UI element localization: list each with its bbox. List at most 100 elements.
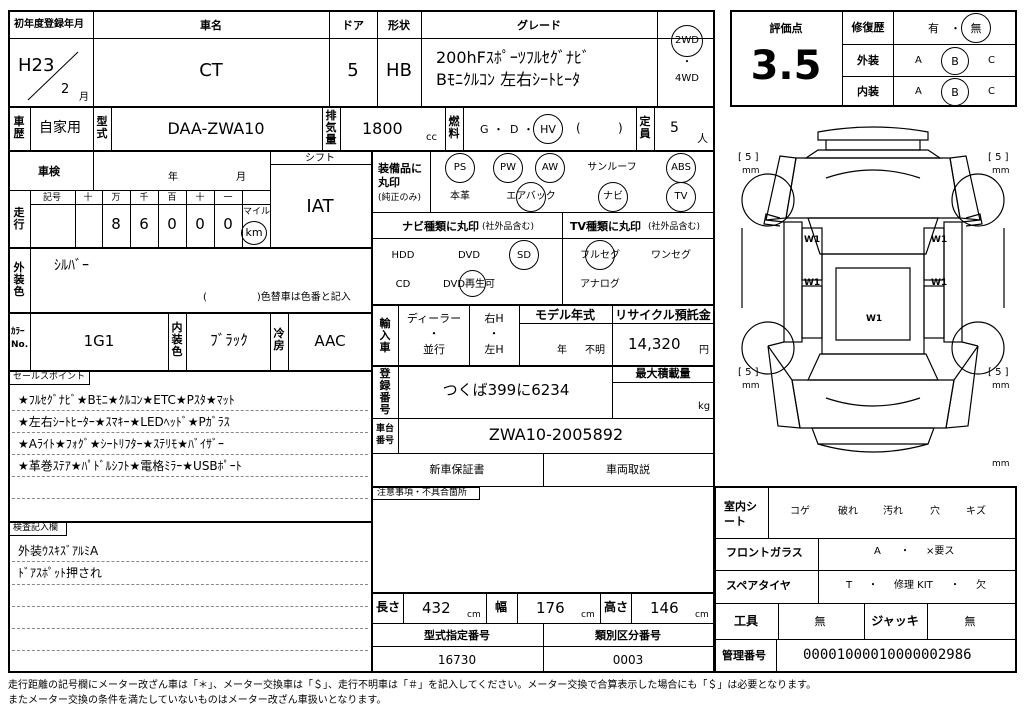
fuel-gasoline: G <box>480 123 489 136</box>
repair-history-label: 修復歴 <box>851 21 885 34</box>
length-value: 432 <box>422 599 451 617</box>
month-unit: 月 <box>79 92 89 103</box>
caution-label: 注意事項・不具合箇所 <box>377 488 468 498</box>
displacement-value: 1800 <box>362 119 403 138</box>
recycle-unit: 円 <box>699 345 709 356</box>
car-name-label: 車名 <box>200 19 222 32</box>
displacement-unit: cc <box>426 132 437 143</box>
interior-color-value: ﾌﾞﾗｯｸ <box>210 331 248 349</box>
shape-value: HB <box>386 60 412 81</box>
equipment-check-box <box>714 486 1017 673</box>
tools-label: 工具 <box>733 614 759 628</box>
import-dot-2: ・ <box>488 327 500 340</box>
import-car-label: 輸入車 <box>379 317 391 354</box>
spare-tire-dot-2: ・ <box>950 580 960 591</box>
inspection-month-unit: 月 <box>236 172 246 183</box>
interior-grade-a: A <box>915 86 922 97</box>
inspection-year-unit: 年 <box>168 172 178 183</box>
sales-point-line: ★左右ｼｰﾄﾋｰﾀｰ★ｽﾏｷｰ★LEDﾍｯﾄﾞ★Pｶﾞﾗｽ <box>18 415 230 429</box>
interior-seat-option: キズ <box>966 506 986 517</box>
year-divider-slash <box>27 51 79 101</box>
damage-w1-mark: W1 <box>804 278 821 288</box>
exterior-grade-c: C <box>988 55 995 66</box>
repair-yes: 有 <box>928 22 939 35</box>
door-value: 5 <box>347 60 359 81</box>
car-damage-diagram <box>741 126 1005 453</box>
ac-label: 冷房 <box>273 327 285 352</box>
interior-grade-c: C <box>988 86 995 97</box>
damage-mm-box: [ 5 ] <box>988 367 1009 378</box>
mileage-unit-km: km <box>245 226 263 239</box>
tv-type-label: TV種類に丸印 <box>570 220 642 233</box>
damage-w1-mark: W1 <box>931 235 948 245</box>
recycle-value: 14,320 <box>628 335 681 353</box>
mileage-label: 走行 <box>13 206 25 231</box>
equipment-circle <box>598 182 628 212</box>
mileage-digit-label: 万 <box>111 193 121 203</box>
windshield-repair-needed: ×要ス <box>926 546 955 557</box>
model-code-label: 型式 <box>96 115 108 140</box>
damage-mm-unit: mm <box>992 166 1010 176</box>
car-name-value: CT <box>199 60 223 81</box>
length-label: 長さ <box>376 600 401 614</box>
fuel-paren-close: ) <box>618 121 623 135</box>
height-value: 146 <box>650 599 679 617</box>
equipment-circle <box>516 182 546 212</box>
damage-w1-mark: W1 <box>931 278 948 288</box>
mileage-digit-label: 十 <box>83 193 93 203</box>
exterior-color-value: ｼﾙﾊﾞｰ <box>54 258 89 274</box>
equipment-option: ナビ <box>603 191 623 202</box>
interior-grade-label: 内装 <box>857 85 879 98</box>
interior-grade-b-circle <box>941 78 969 106</box>
tools-value: 無 <box>814 615 826 628</box>
type-designation-value: 16730 <box>437 653 477 667</box>
repair-dot: ・ <box>950 22 961 35</box>
navi-option: HDD <box>391 250 415 261</box>
model-year-unknown: 不明 <box>585 345 605 356</box>
tv-option: アナログ <box>580 279 620 290</box>
windshield-a: A <box>874 546 881 557</box>
capacity-unit: 人 <box>697 132 708 145</box>
spare-tire-label: スペアタイヤ <box>726 579 791 592</box>
drive-4wd: 4WD <box>675 73 699 84</box>
grade-label: グレード <box>517 19 561 32</box>
recycle-label: リサイクル預託金 <box>615 308 711 322</box>
model-year-unit: 年 <box>557 345 567 356</box>
model-code-value: DAA-ZWA10 <box>167 119 265 138</box>
chassis-value: ZWA10-2005892 <box>488 425 624 444</box>
capacity-label: 定員 <box>639 115 651 140</box>
footer-note-2: またメーター交換の条件を満たしていないものはメーター改ざん車扱いとなります。 <box>8 695 387 706</box>
jack-value: 無 <box>964 615 976 628</box>
spare-tire-dot-1: ・ <box>868 580 878 591</box>
equipment-option: TV <box>674 191 688 202</box>
width-label: 幅 <box>495 600 508 614</box>
class-number-value: 0003 <box>612 653 644 667</box>
interior-color-label: 内装色 <box>171 321 183 358</box>
registration-label: 登録番号 <box>379 367 391 416</box>
exterior-grade-b: B <box>951 55 959 68</box>
exterior-color-label: 外装色 <box>13 261 25 298</box>
mileage-digit: 6 <box>139 215 149 233</box>
mileage-digit-label: 一 <box>223 193 233 203</box>
inspection-note-line: ﾄﾞｱｽﾎﾟｯﾄ押され <box>18 566 103 580</box>
equipment-option: AW <box>541 162 559 173</box>
equipment-circle <box>666 182 696 212</box>
shape-label: 形状 <box>388 19 410 32</box>
spare-tire-repair-kit: 修理 KIT <box>894 580 933 591</box>
equipment-option: ABS <box>671 162 691 173</box>
navi-circle <box>459 270 486 297</box>
damage-mm-unit: mm <box>992 459 1010 469</box>
max-load-unit: kg <box>698 401 711 412</box>
first-registration-year: H23 <box>18 55 55 76</box>
evaluation-box <box>730 10 1017 107</box>
equipment-circle <box>493 153 523 183</box>
length-unit: cm <box>467 610 481 620</box>
usage-value: 自家用 <box>39 120 81 136</box>
interior-seat-label: 室内シート <box>724 500 757 528</box>
mileage-unit-km-circle <box>241 221 267 245</box>
windshield-label: フロントガラス <box>726 546 803 559</box>
inspection-label: 車検 <box>38 165 60 178</box>
equipment-circle <box>535 153 565 183</box>
score-value: 3.5 <box>750 43 822 89</box>
new-car-warranty: 新車保証書 <box>429 463 485 476</box>
